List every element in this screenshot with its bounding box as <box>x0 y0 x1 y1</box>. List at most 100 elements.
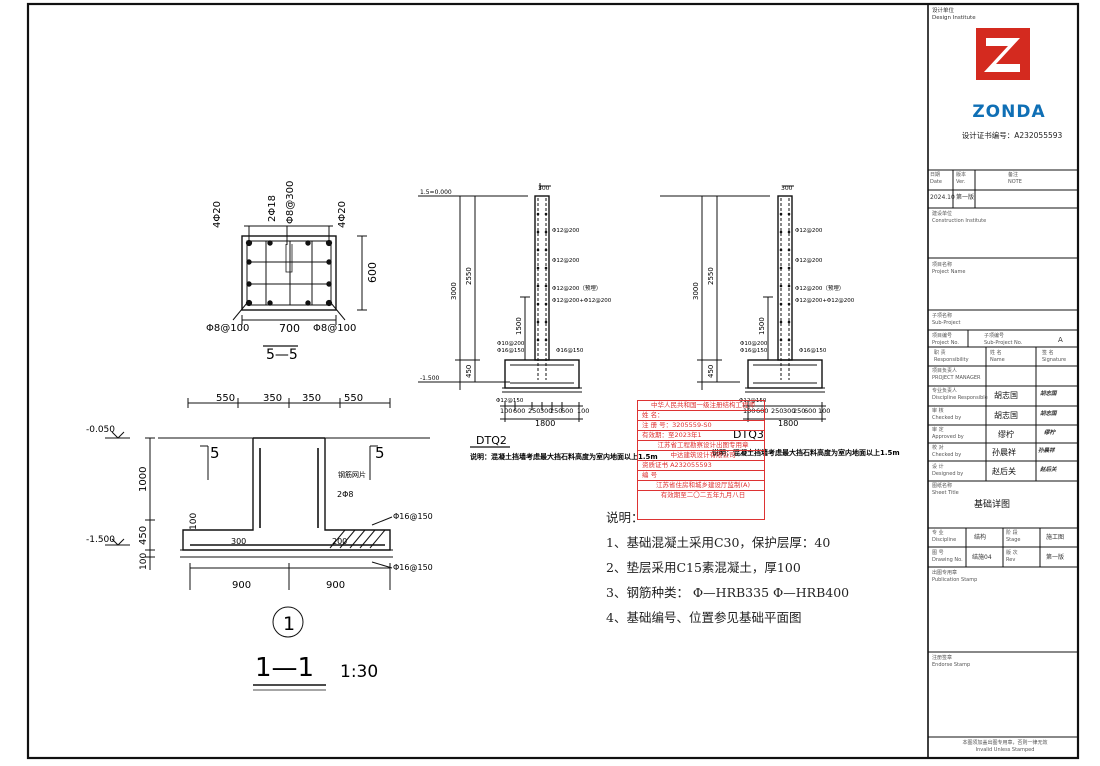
title-block-grid <box>927 4 1078 758</box>
dtq3-bot-3: 250 <box>771 407 783 415</box>
dtq2-bot-1: 100 <box>500 407 512 415</box>
s11-dim-1: 550 <box>216 393 235 404</box>
dtq2-bot-5: 250 <box>550 407 562 415</box>
company-logo: 设计单位 Design Institute ZONDA 设计证书编号：A2320… <box>932 8 1076 168</box>
tb-role-2-name: 胡志国 <box>994 391 1018 400</box>
dtq2-title: DTQ2 <box>476 434 507 447</box>
s11-dim-b1: 900 <box>232 580 251 591</box>
s55-height: 600 <box>366 262 379 283</box>
s11-h2: 450 <box>138 526 149 545</box>
tb-subproject-no: A <box>1058 336 1063 344</box>
s11-rebar1: Φ16@150 <box>393 512 433 521</box>
tb-role-3-name: 胡志国 <box>994 411 1018 420</box>
tb-role-2-sign: 胡志国 <box>1040 391 1057 397</box>
dtq3-bot-6: 600 <box>804 407 816 415</box>
stamp-line-6: 中达建筑设计有限公司 <box>638 451 764 461</box>
dtq3-bot-4: 300 <box>783 407 795 415</box>
stamp-line-4: 有效期：至2023年1 <box>638 431 764 441</box>
tb-role-6-name: 赵后关 <box>992 467 1016 476</box>
tb-rev: 第一版 <box>1046 554 1065 561</box>
dtq2-bot-total: 1800 <box>535 419 555 428</box>
wall-dtq3 <box>660 185 826 422</box>
s11-pad300: 300 <box>231 537 246 546</box>
zonda-mark-icon <box>976 28 1030 80</box>
s11-dim-b2: 900 <box>326 580 345 591</box>
dtq3-h-lower: 450 <box>707 365 715 378</box>
wall-dtq2 <box>418 183 583 448</box>
stamp-line-1: 中华人民共和国一级注册结构工程师 <box>638 401 764 411</box>
tb-stage: 施工图 <box>1046 534 1065 541</box>
tb-role-3-sign: 胡志国 <box>1040 411 1057 417</box>
s55-top-mid2: Φ8@300 <box>285 181 296 224</box>
dtq2-bot-2: 600 <box>513 407 525 415</box>
dtq3-bot-2: 600 <box>756 407 768 415</box>
stamp-line-10: 有效期至二〇二五年九月八日 <box>660 491 746 499</box>
stamp-line-5: 江苏省工程勘察设计出图专用章 <box>638 441 764 451</box>
s11-cut-right: 5 <box>375 444 385 462</box>
s55-title: 5—5 <box>266 347 298 363</box>
s11-dim-2: 350 <box>263 393 282 404</box>
dtq2-bot-3: 250 <box>528 407 540 415</box>
stamp-line-2: 姓 名： <box>638 411 764 421</box>
dtq3-h-mid: 1500 <box>758 317 766 335</box>
s11-h1: 1000 <box>138 467 149 492</box>
dtq2-rebar-8: Φ12@150 <box>496 398 524 404</box>
s11-level-top: -0.050 <box>86 425 115 435</box>
dtq2-h-upper: 2550 <box>465 267 473 285</box>
tb-role-6-sign: 赵后关 <box>1040 467 1057 473</box>
certificate-number: 设计证书编号：A232055593 <box>961 131 1063 140</box>
note-2: 2、垫层采用C15素混凝土，厚100 <box>606 560 801 575</box>
dtq2-rebar-6: Φ16@150 <box>497 348 525 354</box>
institute-label-cn: 设计单位 <box>932 8 955 14</box>
tb-role-5-sign: 孙晨祥 <box>1038 448 1055 454</box>
dtq3-note: 说明：混凝土挡墙考虑最大挡石料高度为室内地面以上1.5m <box>712 448 900 457</box>
s11-dim-4: 550 <box>344 393 363 404</box>
s11-pad200: 200 <box>332 537 347 546</box>
dtq2-h-lower: 450 <box>465 365 473 378</box>
dtq2-note: 说明：混凝土挡墙考虑最大挡石料高度为室内地面以上1.5m <box>470 452 658 461</box>
sheet-border <box>26 2 1080 760</box>
tb-sheet-title: 基础详图 <box>974 500 1011 510</box>
engineer-stamp: 中华人民共和国一级注册结构工程师 姓 名： 注 册 号：3205559-S0 有… <box>637 400 765 520</box>
tb-discipline: 结构 <box>974 534 987 541</box>
s11-marker: 1 <box>283 613 295 635</box>
note-1: 1、基础混凝土采用C30，保护层厚：40 <box>606 535 831 550</box>
dtq2-bot-4: 300 <box>540 407 552 415</box>
s11-h3: 100 <box>189 513 199 530</box>
tb-role-4-sign: 缪柠 <box>1044 430 1056 436</box>
institute-label-en: Design Institute <box>932 15 976 21</box>
s11-cut-left: 5 <box>210 444 220 462</box>
dtq3-title: DTQ3 <box>733 428 764 441</box>
dtq2-dots <box>536 212 548 342</box>
dtq3-rebar-1: Φ12@200 <box>795 228 823 234</box>
s55-stirrup-left: Φ8@100 <box>206 323 249 334</box>
dtq3-rebar-5: Φ10@200 <box>740 341 768 347</box>
s55-stirrup-right: Φ8@100 <box>313 323 356 334</box>
s11-h4: 100 <box>139 553 149 570</box>
note-4: 4、基础编号、位置参见基础平面图 <box>606 610 802 625</box>
tb-drawing-no: 结施04 <box>972 554 992 561</box>
s11-bars: 2Φ8 <box>337 490 353 499</box>
section-1-1 <box>105 398 430 691</box>
dtq2-rebar-3: Φ12@200（预埋） <box>552 284 601 292</box>
